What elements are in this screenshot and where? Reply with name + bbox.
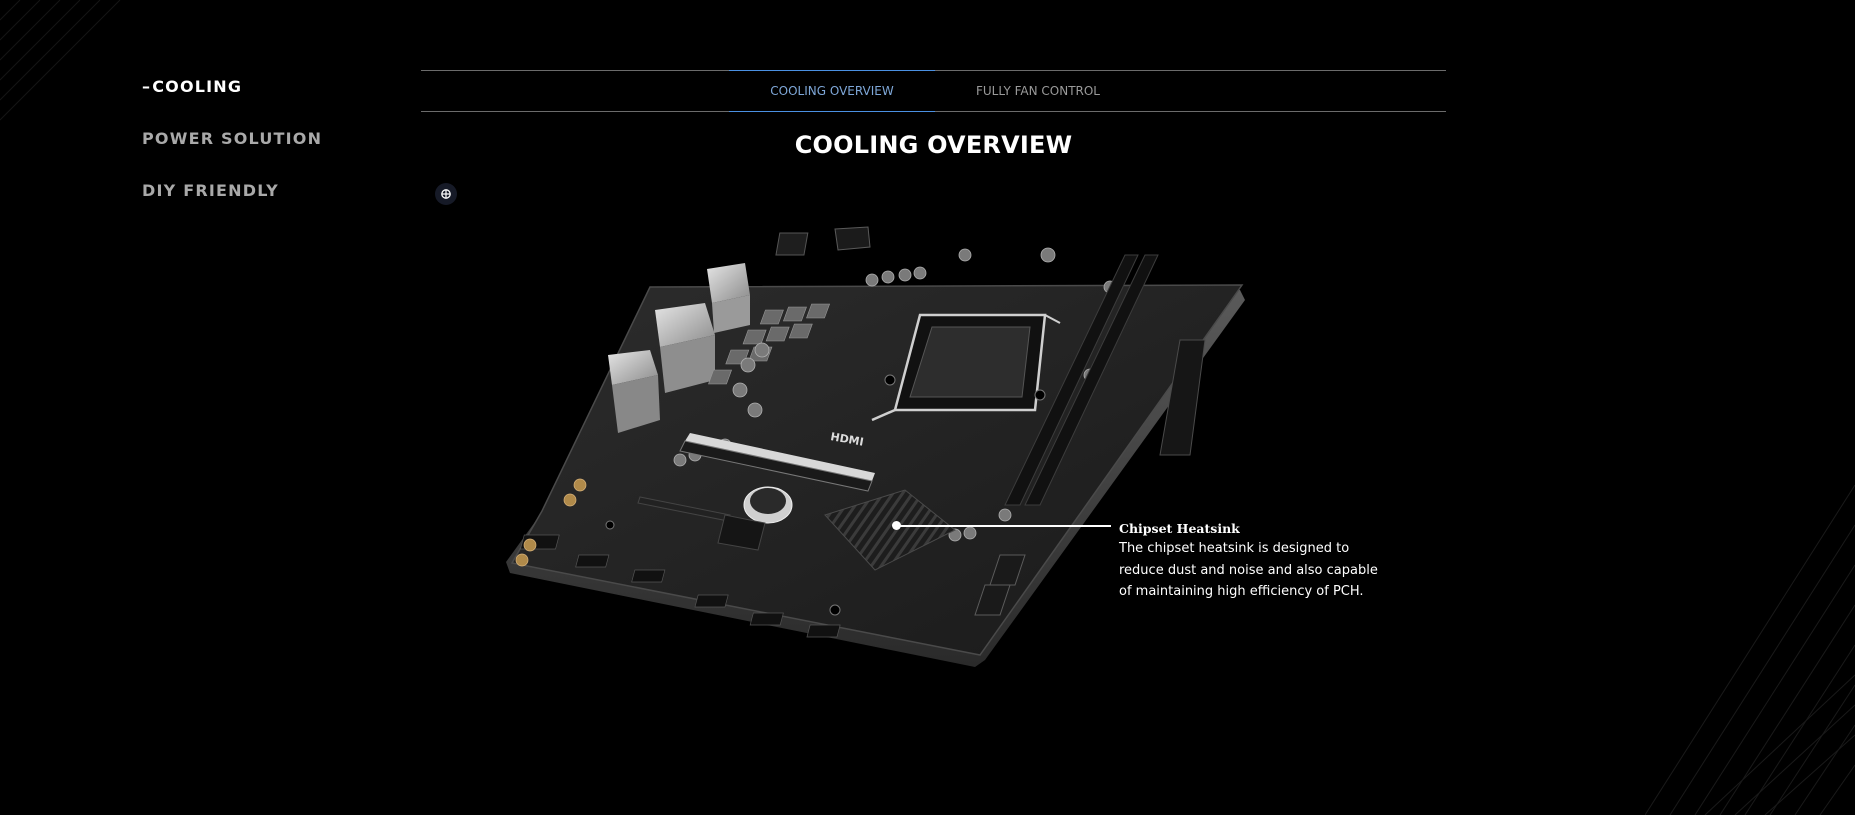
callout-anchor-dot (892, 521, 901, 530)
callout-description: The chipset heatsink is designed to redu… (1119, 541, 1378, 599)
tab-bar: COOLING OVERVIEW FULLY FAN CONTROL (421, 70, 1446, 112)
corner-decoration-bottom-right (1645, 485, 1855, 815)
tab-cooling-overview[interactable]: COOLING OVERVIEW (729, 70, 935, 112)
pcie-slot (637, 433, 875, 522)
section-sidebar-nav: –COOLING POWER SOLUTION DIY FRIENDLY (142, 76, 322, 232)
corner-decoration-top-left (0, 0, 121, 121)
sidebar-item-cooling[interactable]: –COOLING (142, 76, 322, 128)
sidebar-item-label: POWER SOLUTION (142, 129, 323, 148)
sidebar-item-power-solution[interactable]: POWER SOLUTION (142, 128, 322, 180)
hotspot-toggle-icon (441, 189, 451, 199)
chipset-heatsink (824, 489, 956, 571)
tab-fully-fan-control[interactable]: FULLY FAN CONTROL (975, 84, 1100, 98)
active-indicator-dash: – (142, 77, 152, 96)
hotspot-toggle-button[interactable] (435, 183, 457, 205)
hdmi-silkscreen: HDMI (829, 430, 864, 449)
callout-title: Chipset Heatsink (1119, 521, 1240, 536)
sidebar-item-label: COOLING (152, 77, 243, 96)
callout-leader-line (897, 525, 1111, 527)
motherboard-image: HDMI (506, 226, 1245, 667)
sidebar-item-label: DIY FRIENDLY (142, 181, 279, 200)
io-ports (608, 226, 871, 433)
sidebar-item-diy-friendly[interactable]: DIY FRIENDLY (142, 180, 322, 232)
section-title: COOLING OVERVIEW (794, 131, 1073, 159)
chipset-heatsink-callout: Chipset Heatsink The chipset heatsink is… (1119, 520, 1389, 603)
cpu-socket (871, 313, 1061, 422)
